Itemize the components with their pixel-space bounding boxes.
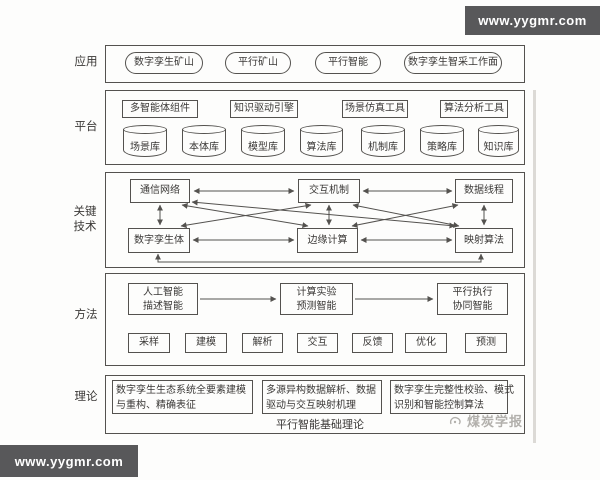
db-knowledge-library: 知识库: [478, 125, 519, 157]
journal-name: 煤炭学报: [467, 414, 524, 429]
db-mechanism-library: 机制库: [361, 125, 405, 157]
db-scene-library: 场景库: [123, 125, 167, 157]
row-label-key-technology: 关键技术: [73, 206, 97, 233]
theory-line2: 识别和智能控制算法: [394, 400, 484, 411]
db-algorithm-library: 算法库: [300, 125, 343, 157]
platform-tool-algorithm-analysis: 算法分析工具: [440, 100, 508, 118]
app-item-smart-mining-face: 数字孪生智采工作面: [404, 52, 502, 74]
db-label: 本体库: [189, 142, 219, 153]
platform-tool-scene-simulation: 场景仿真工具: [342, 100, 408, 118]
tech-data-thread: 数据线程: [455, 179, 513, 203]
page-edge-line: [533, 90, 536, 443]
method-step-parsing: 解析: [242, 333, 283, 353]
theory-item-data-mapping-mechanism: 多源异构数据解析、数据 驱动与交互映射机理: [262, 380, 382, 414]
method-step-feedback: 反馈: [352, 333, 393, 353]
theory-line1: 多源异构数据解析、数据: [266, 385, 376, 396]
key-technology-row-frame: [105, 172, 525, 268]
db-label: 模型库: [248, 142, 278, 153]
watermark-text: www.yygmr.com: [14, 453, 124, 469]
journal-watermark: 煤炭学报: [449, 411, 523, 430]
db-label: 场景库: [130, 142, 160, 153]
tech-edge-computing: 边缘计算: [297, 228, 358, 253]
method-stage-describe: 人工智能 描述智能: [128, 283, 198, 315]
watermark-text: www.yygmr.com: [478, 13, 587, 28]
platform-tool-knowledge-engine: 知识驱动引擎: [230, 100, 298, 118]
theory-line1: 数字孪生生态系统全要素建模: [116, 385, 246, 396]
method-row-frame: [105, 273, 525, 366]
row-label-platform: 平台: [74, 121, 98, 133]
method-step-modeling: 建模: [185, 333, 227, 353]
tech-digital-twin: 数字孪生体: [128, 228, 190, 253]
tech-interaction-mechanism: 交互机制: [298, 179, 360, 203]
theory-line2: 驱动与交互映射机理: [266, 400, 356, 411]
method-step-interaction: 交互: [297, 333, 338, 353]
watermark-top-right: www.yygmr.com: [465, 6, 600, 35]
db-label: 算法库: [306, 142, 337, 153]
method-stage-predict: 计算实验 预测智能: [280, 283, 353, 315]
app-item-digital-twin-mine: 数字孪生矿山: [125, 52, 203, 74]
platform-tool-multi-agent: 多智能体组件: [122, 100, 198, 118]
theory-caption: 平行智能基础理论: [276, 419, 364, 431]
theory-row-frame: [105, 375, 525, 434]
stage-line1: 计算实验: [296, 287, 337, 298]
stage-line2: 预测智能: [296, 301, 337, 312]
tech-communication-network: 通信网络: [130, 179, 190, 203]
method-step-prediction: 预测: [465, 333, 507, 353]
db-ontology-library: 本体库: [182, 125, 226, 157]
journal-logo-icon: [449, 416, 461, 424]
stage-line2: 协同智能: [452, 301, 493, 312]
app-item-parallel-mine: 平行矿山: [225, 52, 291, 74]
db-strategy-library: 策略库: [420, 125, 464, 157]
row-label-application: 应用: [74, 56, 98, 68]
stage-line1: 人工智能: [143, 287, 183, 298]
stage-line2: 描述智能: [143, 301, 183, 312]
theory-item-modeling-representation: 数字孪生生态系统全要素建模 与重构、精确表征: [112, 380, 253, 414]
method-step-optimization: 优化: [405, 333, 447, 353]
method-step-sampling: 采样: [128, 333, 170, 353]
platform-row-frame: [105, 90, 525, 165]
theory-line2: 与重构、精确表征: [116, 400, 196, 411]
method-stage-parallel-execute: 平行执行 协同智能: [437, 283, 508, 315]
db-label: 知识库: [483, 142, 514, 153]
db-label: 机制库: [368, 142, 398, 153]
watermark-bottom-left: www.yygmr.com: [0, 445, 138, 477]
theory-item-verification-control: 数字孪生完整性校验、模式 识别和智能控制算法: [390, 380, 514, 414]
app-item-parallel-intelligence: 平行智能: [315, 52, 381, 74]
db-label: 策略库: [427, 142, 457, 153]
application-row-frame: [105, 45, 525, 83]
db-model-library: 模型库: [241, 125, 285, 157]
row-label-method: 方法: [74, 309, 98, 321]
stage-line1: 平行执行: [452, 287, 493, 298]
tech-mapping-algorithm: 映射算法: [455, 228, 513, 253]
row-label-theory: 理论: [74, 391, 98, 403]
theory-line1: 数字孪生完整性校验、模式: [394, 385, 514, 396]
